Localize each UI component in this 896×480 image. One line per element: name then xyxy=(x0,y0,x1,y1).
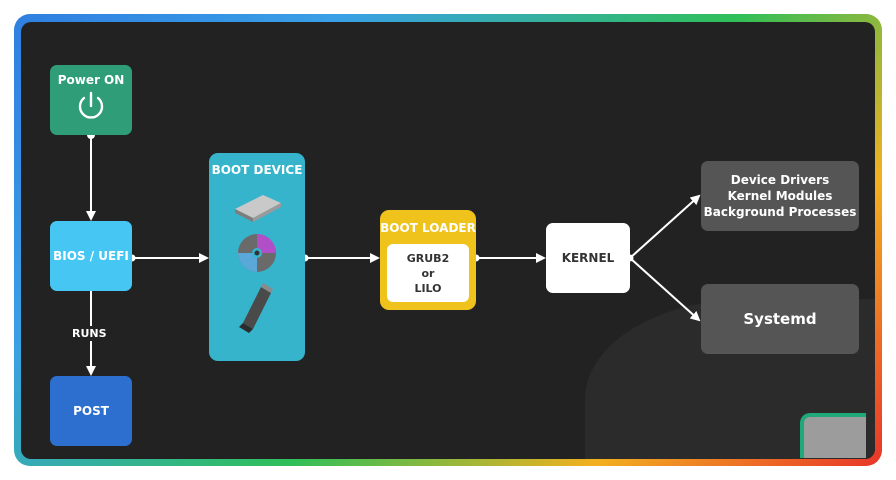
boot-loader-option: GRUB2 xyxy=(406,251,450,265)
boot-loader-option: LILO xyxy=(414,281,442,295)
node-boot-device: BOOT DEVICE xyxy=(209,153,305,361)
node-boot-loader: BOOT LOADER GRUB2 or LILO xyxy=(380,210,476,310)
node-kernel: KERNEL xyxy=(546,223,630,293)
node-bios-uefi-label: BIOS / UEFI xyxy=(53,249,129,263)
boot-loader-option: or xyxy=(421,266,435,280)
node-kernel-services: Device Drivers Kernel Modules Background… xyxy=(701,161,859,231)
service-item: Background Processes xyxy=(703,205,857,219)
node-systemd: Systemd xyxy=(701,284,859,354)
usb-stick-icon xyxy=(239,283,273,333)
node-boot-loader-label: BOOT LOADER xyxy=(380,221,476,235)
node-kernel-label: KERNEL xyxy=(561,251,615,265)
service-item: Device Drivers xyxy=(730,173,830,187)
edge-kernel-systemd xyxy=(629,257,701,322)
node-boot-device-label: BOOT DEVICE xyxy=(211,163,303,177)
optical-disc-icon xyxy=(238,234,276,272)
node-post: POST xyxy=(50,376,132,446)
edge-label-runs: RUNS xyxy=(70,326,109,341)
hard-drive-icon xyxy=(235,195,281,222)
power-icon xyxy=(78,91,104,119)
node-bios-uefi: BIOS / UEFI xyxy=(50,221,132,291)
node-power-on: Power ON xyxy=(50,65,132,135)
node-power-on-label: Power ON xyxy=(57,73,125,87)
node-systemd-label: Systemd xyxy=(743,310,817,328)
video-thumbnail xyxy=(800,413,866,458)
boot-loader-options: GRUB2 or LILO xyxy=(387,244,469,302)
service-item: Kernel Modules xyxy=(727,189,833,203)
edge-kernel-services xyxy=(629,194,701,259)
node-post-label: POST xyxy=(73,404,109,418)
